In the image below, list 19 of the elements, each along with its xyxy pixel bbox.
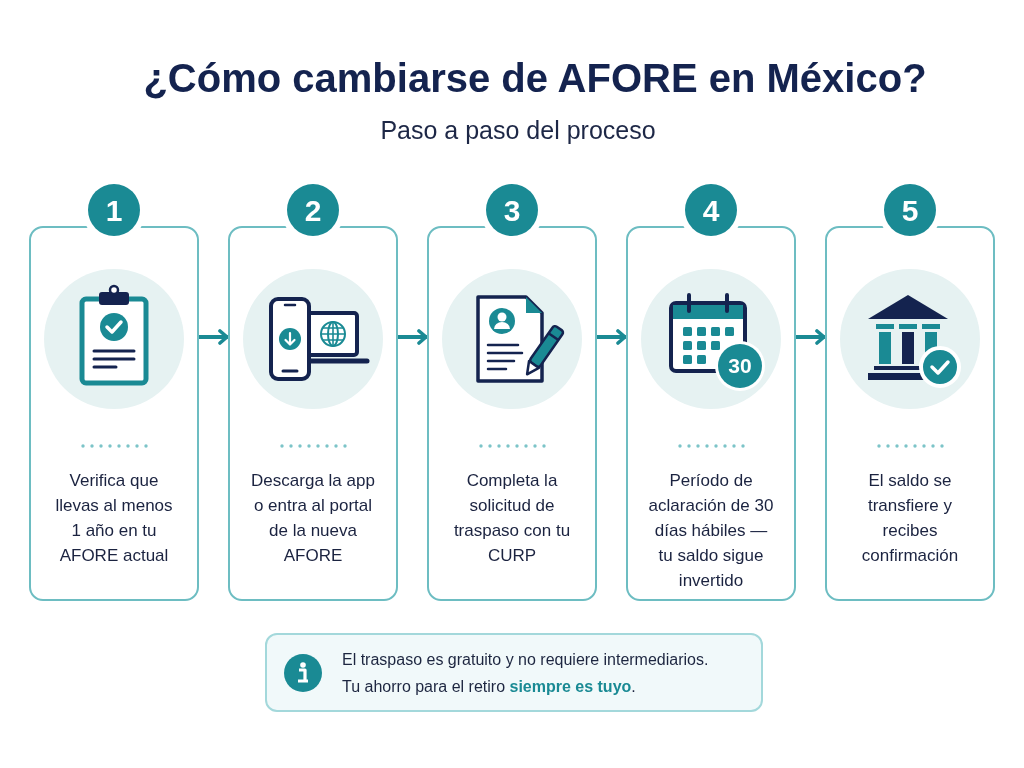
step-description: Completa la solicitud de traspaso con tu CURP [452,470,572,567]
arrow [197,329,229,345]
step-card [29,226,199,601]
arrow [595,329,627,345]
step-card [228,226,398,601]
step-description: Período de aclaración de 30 días hábiles — tu saldo sigue invertido [647,470,775,592]
title: ¿Cómo cambiarse de AFORE en México? [142,55,928,102]
arrow [794,329,826,345]
step-card [626,226,796,601]
step-description: El saldo se transfiere y recibes confirmación [860,470,960,567]
step-description: Verifica que llevas al menos 1 año en tu AFORE actual [54,470,174,567]
day-count: 30 [718,344,762,388]
step-card [427,226,597,601]
info-note-text: El traspaso es gratuito y no requiere intermediarios. Tu ahorro para el retiro siempre es tuyo. [342,649,710,697]
arrow [396,329,428,345]
step-description: Descarga la app o entra al portal de la nueva AFORE [250,470,376,567]
step-card [825,226,995,601]
subtitle: Paso a paso del proceso [379,115,657,146]
info-note-box [265,633,763,712]
